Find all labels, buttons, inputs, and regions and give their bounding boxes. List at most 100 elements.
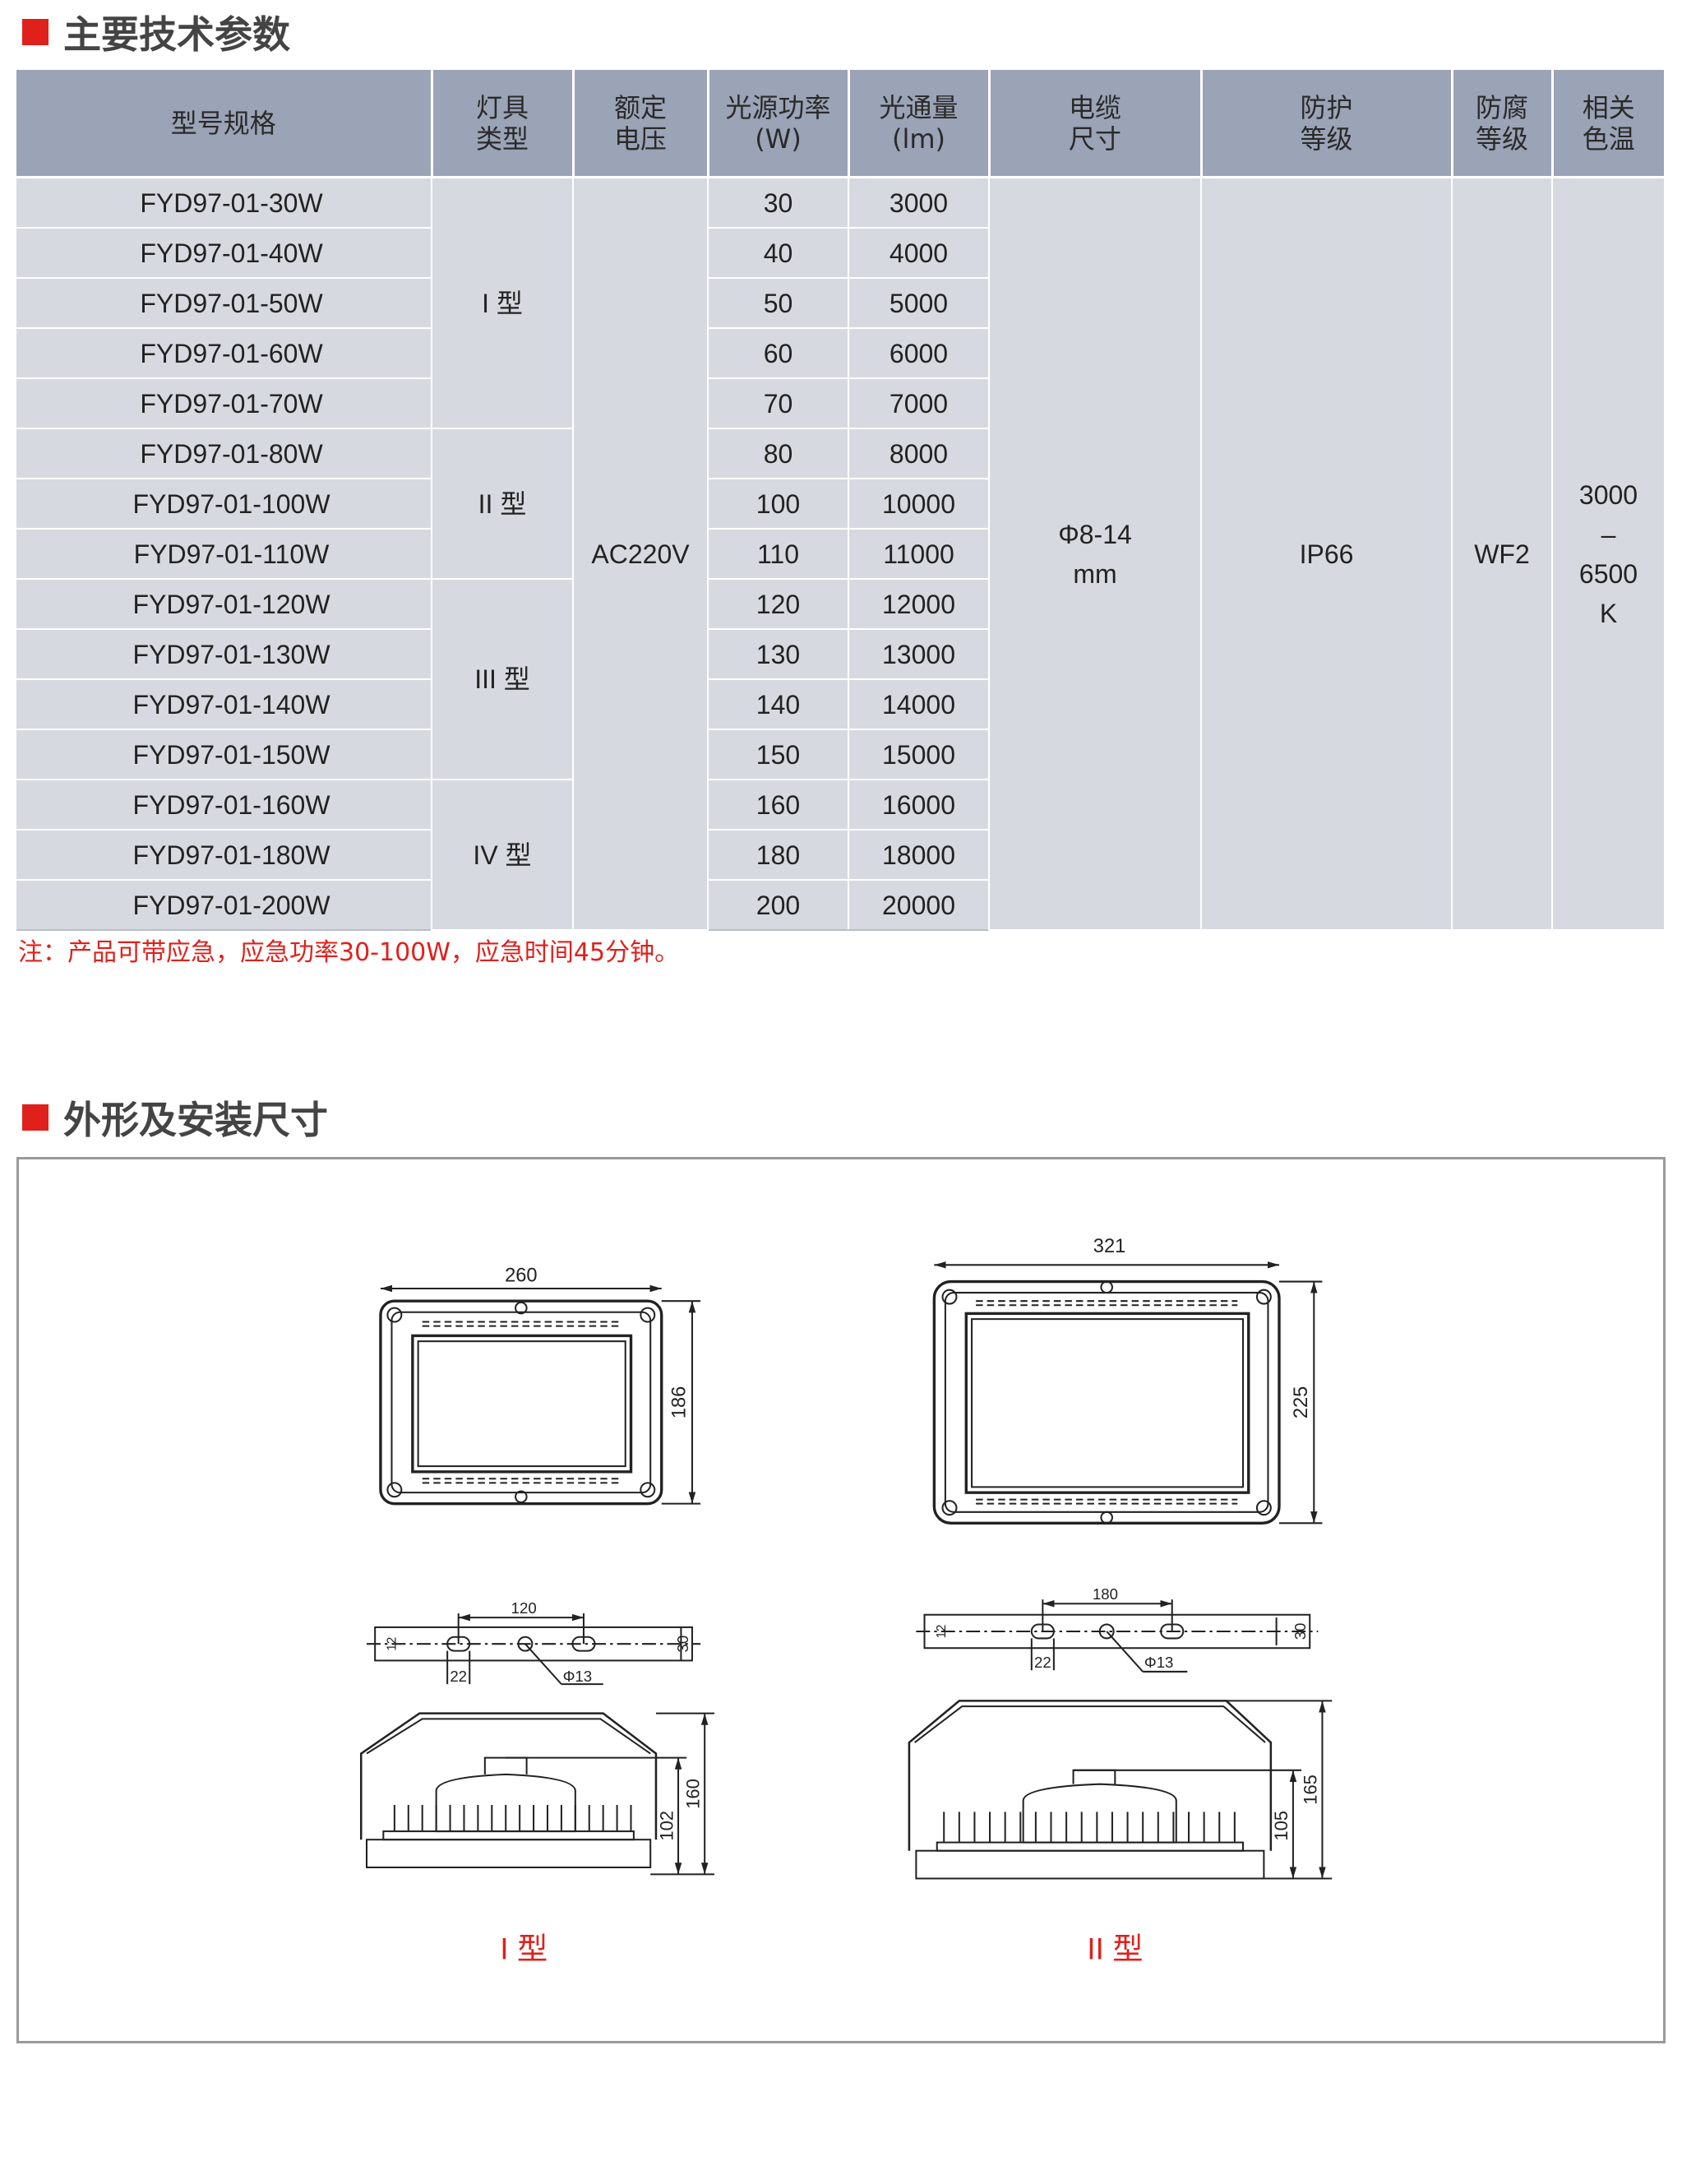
column-header: 光源功率 (W) <box>706 70 850 178</box>
type1-hole-dia: Φ13 <box>563 1668 593 1685</box>
type1-width-label: 260 <box>505 1266 538 1287</box>
section-title-text: 主要技术参数 <box>63 12 290 57</box>
power-cell: 200 <box>707 879 849 931</box>
dimension-drawing-box: 260 186 321 225 120 22 Φ13 30 12 <box>16 1157 1666 2043</box>
type2-body-height: 105 <box>1271 1811 1292 1841</box>
type1-height-label: 186 <box>668 1386 690 1418</box>
column-header: 电缆 尺寸 <box>987 70 1203 178</box>
flux-cell: 15000 <box>848 729 989 780</box>
model-cell: FYD97-01-80W <box>16 428 432 479</box>
power-cell: 120 <box>707 578 849 630</box>
type2-bracket <box>916 1599 1319 1673</box>
voltage-cell: AC220V <box>572 176 709 931</box>
flux-cell: 3000 <box>848 176 990 229</box>
type2-height-label: 225 <box>1291 1386 1312 1418</box>
column-header: 相关 色温 <box>1550 70 1664 178</box>
flux-cell: 11000 <box>848 528 989 580</box>
flux-cell: 5000 <box>848 277 989 329</box>
power-cell: 40 <box>707 227 849 279</box>
power-cell: 160 <box>707 779 849 831</box>
power-cell: 140 <box>707 678 849 730</box>
type1-total-height: 160 <box>682 1779 703 1809</box>
color-temp-cell: 3000 – 6500 K <box>1551 176 1664 931</box>
spec-table: 型号规格灯具 类型额定 电压光源功率 (W)光通量 (lm)电缆 尺寸防护 等级… <box>16 70 1664 931</box>
model-cell: FYD97-01-110W <box>16 528 432 580</box>
model-cell: FYD97-01-60W <box>16 327 432 379</box>
column-header: 防腐 等级 <box>1450 70 1554 178</box>
model-cell: FYD97-01-120W <box>16 578 432 630</box>
model-cell: FYD97-01-130W <box>16 628 432 680</box>
lamp-type-cell: II 型 <box>431 428 574 580</box>
power-cell: 60 <box>707 327 849 379</box>
model-cell: FYD97-01-50W <box>16 277 432 329</box>
flux-cell: 4000 <box>848 227 989 279</box>
power-cell: 110 <box>707 528 849 580</box>
type1-bracket <box>367 1613 701 1686</box>
flux-cell: 7000 <box>848 377 989 429</box>
type2-label: II 型 <box>1087 1931 1143 1965</box>
model-cell: FYD97-01-200W <box>16 879 432 931</box>
type2-total-height: 165 <box>1301 1774 1321 1805</box>
model-cell: FYD97-01-150W <box>16 729 432 780</box>
type1-top-view <box>379 1284 701 1506</box>
model-cell: FYD97-01-40W <box>16 227 432 279</box>
type2-side-view <box>908 1700 1333 1880</box>
type1-body-height: 102 <box>656 1811 677 1841</box>
power-cell: 180 <box>707 829 849 881</box>
type1-bracket-height: 30 <box>674 1636 691 1653</box>
column-header: 光通量 (lm) <box>847 70 991 178</box>
flux-cell: 12000 <box>848 578 989 630</box>
protection-cell: IP66 <box>1200 176 1453 931</box>
power-cell: 80 <box>707 428 849 479</box>
type1-label: I 型 <box>500 1931 548 1965</box>
type2-bracket-height: 30 <box>1292 1623 1309 1640</box>
type1-side-view <box>359 1712 715 1876</box>
flux-cell: 13000 <box>848 628 989 680</box>
type2-top-view <box>932 1261 1323 1525</box>
type2-bracket-small: 12 <box>935 1625 949 1639</box>
power-cell: 150 <box>707 729 849 780</box>
flux-cell: 20000 <box>848 879 989 931</box>
type2-width-label: 321 <box>1093 1236 1126 1257</box>
model-cell: FYD97-01-30W <box>16 176 432 229</box>
section-title-text: 外形及安装尺寸 <box>63 1098 328 1142</box>
section-title-dimensions: 外形及安装尺寸 <box>22 1090 328 1145</box>
column-header: 灯具 类型 <box>430 70 575 178</box>
note-text: 注：产品可带应急，应急功率30-100W，应急时间45分钟。 <box>18 938 680 967</box>
type1-bracket-span: 120 <box>511 1599 537 1617</box>
type2-hole-dia: Φ13 <box>1144 1654 1174 1671</box>
red-square-icon <box>22 1104 49 1131</box>
power-cell: 130 <box>707 628 849 680</box>
section-title-specs: 主要技术参数 <box>22 5 290 59</box>
flux-cell: 16000 <box>848 779 989 831</box>
type1-bracket-small: 12 <box>386 1637 400 1651</box>
flux-cell: 14000 <box>848 678 989 730</box>
model-cell: FYD97-01-140W <box>16 678 432 730</box>
power-cell: 100 <box>707 478 849 530</box>
column-header: 额定 电压 <box>571 70 709 178</box>
red-square-icon <box>22 19 49 45</box>
power-cell: 50 <box>707 277 849 329</box>
model-cell: FYD97-01-180W <box>16 829 432 881</box>
model-cell: FYD97-01-100W <box>16 478 432 530</box>
anticorrosion-cell: WF2 <box>1451 176 1553 931</box>
type2-slot-width: 22 <box>1034 1654 1051 1671</box>
type2-bracket-span: 180 <box>1093 1585 1118 1603</box>
flux-cell: 18000 <box>848 829 989 881</box>
column-header: 型号规格 <box>16 70 433 178</box>
flux-cell: 6000 <box>848 327 989 379</box>
